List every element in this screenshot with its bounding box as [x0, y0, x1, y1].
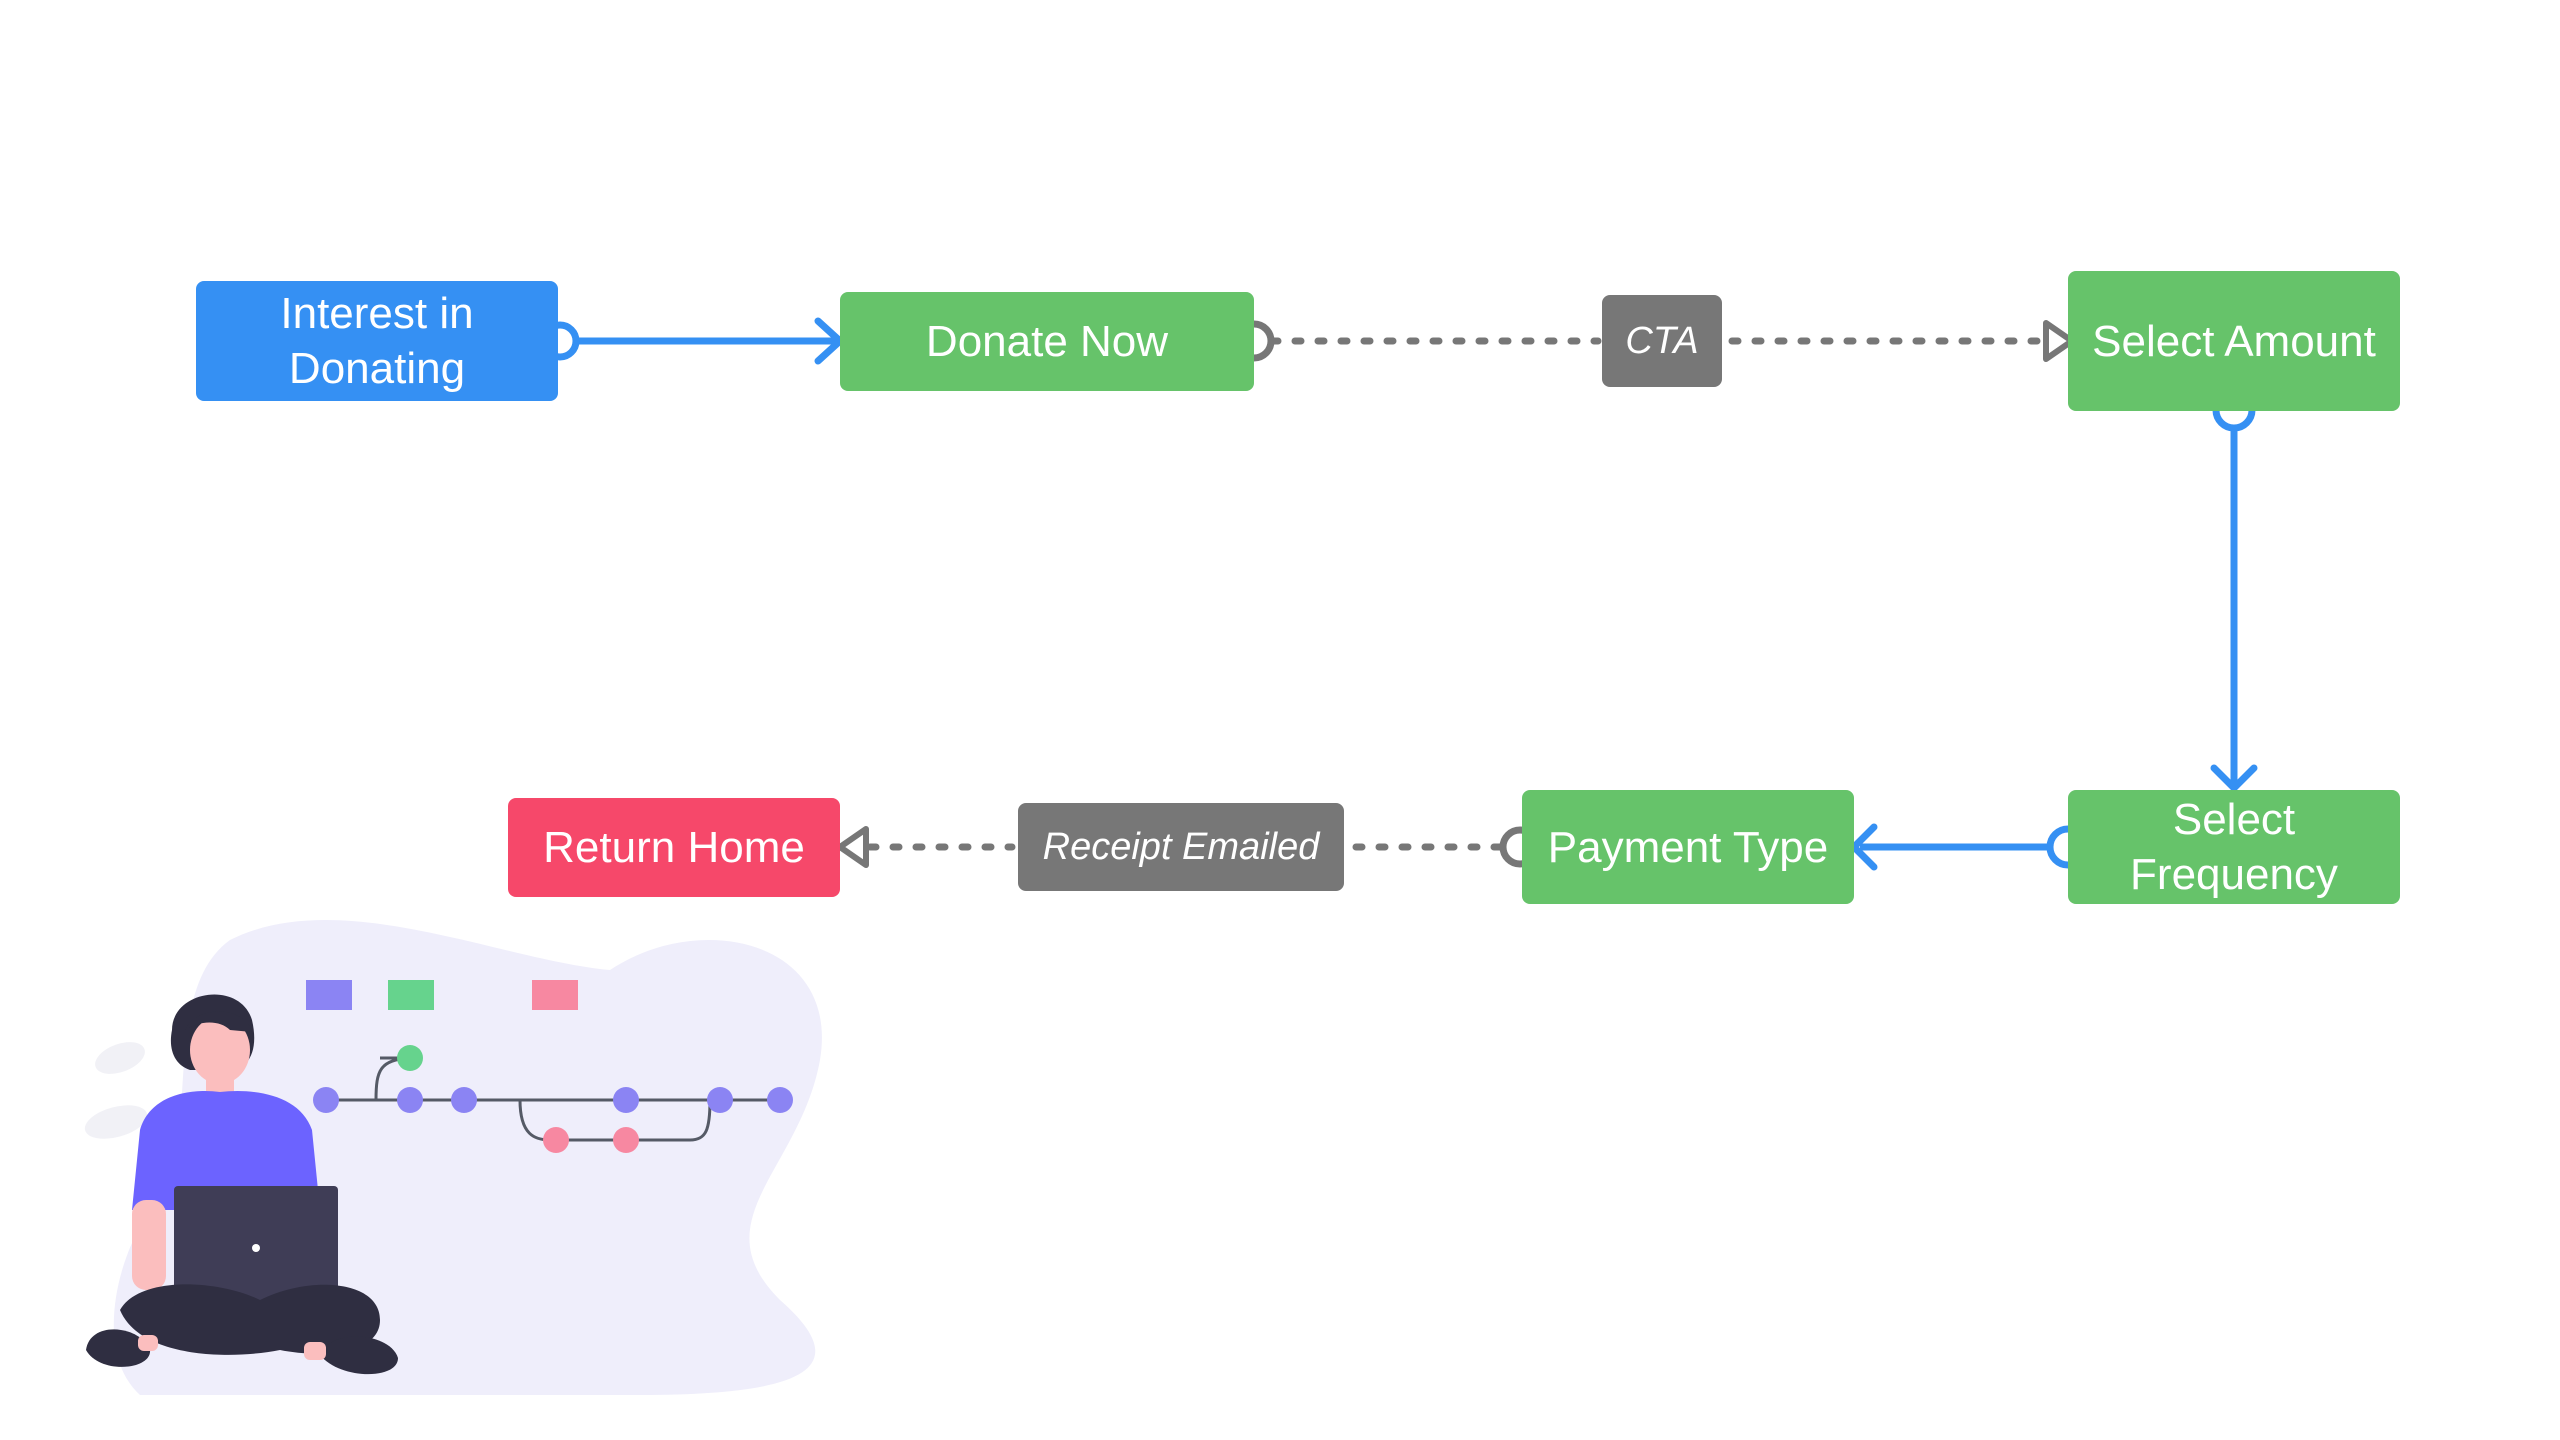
leaf-icon [84, 1105, 148, 1139]
leaf-icon [95, 1042, 145, 1074]
arrowhead-icon [837, 826, 869, 868]
node-label: Payment Type [1547, 822, 1829, 872]
arrowhead-icon [2043, 320, 2075, 362]
legend-square-pink [532, 980, 578, 1010]
node-label: Select Amount [2092, 316, 2376, 366]
person-figure [86, 994, 398, 1375]
node-select-amount[interactable]: Select Amount [2068, 271, 2400, 411]
node-label: Return Home [543, 823, 805, 872]
node-label: Donate Now [925, 317, 1169, 366]
legend-square-green [388, 980, 434, 1010]
edge-frequency-to-payment [1850, 823, 2090, 871]
node-interest-in-donating[interactable]: Interest in Donating [196, 281, 558, 401]
git-graph-icon [313, 1045, 793, 1153]
person-with-laptop-illustration-icon [84, 920, 822, 1395]
edge-amount-to-frequency [2210, 388, 2258, 792]
node-label: Interest in Donating [280, 289, 474, 393]
edge-label-cta: CTA [1602, 295, 1722, 387]
node-payment-type[interactable]: Payment Type [1522, 790, 1854, 904]
arrowhead-icon [1850, 823, 1878, 871]
node-label: Select Frequency [2130, 795, 2338, 899]
edge-interest-to-donate [540, 317, 844, 365]
arrowhead-icon [2210, 764, 2258, 792]
edge-label-receipt-emailed: Receipt Emailed [1018, 803, 1344, 891]
legend-square-purple [306, 980, 352, 1010]
node-donate-now[interactable]: Donate Now [840, 292, 1254, 391]
node-return-home[interactable]: Return Home [508, 798, 840, 897]
node-select-frequency[interactable]: Select Frequency [2068, 790, 2400, 904]
